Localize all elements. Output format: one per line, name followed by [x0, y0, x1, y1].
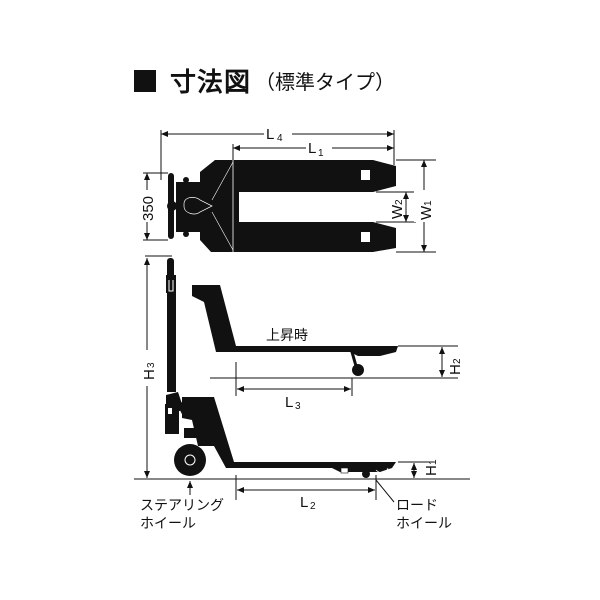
- dimension-H1: H 1: [398, 459, 440, 478]
- label-L4-sub: 4: [277, 133, 283, 144]
- title-sub: （標準タイプ）: [255, 70, 396, 94]
- label-H1-sub: 1: [428, 459, 439, 465]
- label-L3-sub: 3: [295, 401, 301, 412]
- dimension-H3: H 3: [138, 255, 172, 478]
- top-view: L 4 L 1: [139, 124, 436, 253]
- steering-wheel: [174, 444, 206, 476]
- dimension-L3: L 3: [235, 362, 353, 412]
- bullet-square-icon: [134, 69, 156, 92]
- label-L3-letter: L: [285, 394, 293, 411]
- label-L2-letter: L: [300, 494, 308, 511]
- raised-load-wheel: [352, 364, 364, 376]
- load-wheel: [362, 470, 370, 478]
- callout-steering-wheel: ステアリング ホイール: [140, 481, 224, 532]
- title-main: 寸法図: [170, 68, 252, 98]
- raised-state-label: 上昇時: [266, 328, 308, 344]
- dimension-H2: H 2: [210, 345, 464, 379]
- dimension-W2: W 2: [376, 191, 416, 223]
- raised-fork-outline: [192, 285, 398, 356]
- label-L4-letter: L: [266, 126, 274, 143]
- label-L1-sub: 1: [318, 148, 324, 159]
- label-H2-sub: 2: [452, 358, 463, 364]
- label-H2-letter: H: [447, 364, 464, 375]
- steering-wheel-label-line2: ホイール: [140, 516, 196, 532]
- lowered-chassis: [182, 397, 396, 472]
- dimension-L1: L 1: [232, 140, 394, 160]
- load-wheel-label-line2: ホイール: [396, 516, 452, 532]
- label-W1-sub: 1: [423, 200, 434, 206]
- fork-hole: [361, 170, 370, 180]
- fork-hole: [361, 232, 370, 242]
- dimension-350: 350: [139, 172, 168, 241]
- dimension-W1: W 1: [396, 159, 436, 253]
- label-W1-letter: W: [418, 205, 435, 220]
- label-L2-sub: 2: [310, 501, 316, 512]
- dimension-L2: L 2: [235, 475, 377, 512]
- label-H3-sub: 3: [146, 362, 157, 368]
- side-view: H 3 上昇時 H 2 L 3: [134, 255, 470, 532]
- handle-top: [167, 258, 174, 278]
- steering-wheel-label-line1: ステアリング: [140, 498, 224, 514]
- load-wheel-label-line1: ロード: [396, 498, 438, 514]
- handle-shaft: [167, 292, 176, 392]
- label-350: 350: [140, 196, 157, 221]
- label-H1-letter: H: [423, 465, 440, 476]
- label-W2-letter: W: [389, 204, 406, 219]
- label-H3-letter: H: [141, 369, 158, 380]
- label-L1-letter: L: [308, 140, 316, 157]
- label-W2-sub: 2: [394, 199, 405, 205]
- diagram-title: 寸法図 （標準タイプ）: [134, 62, 395, 99]
- callout-load-wheel: ロード ホイール: [375, 479, 452, 532]
